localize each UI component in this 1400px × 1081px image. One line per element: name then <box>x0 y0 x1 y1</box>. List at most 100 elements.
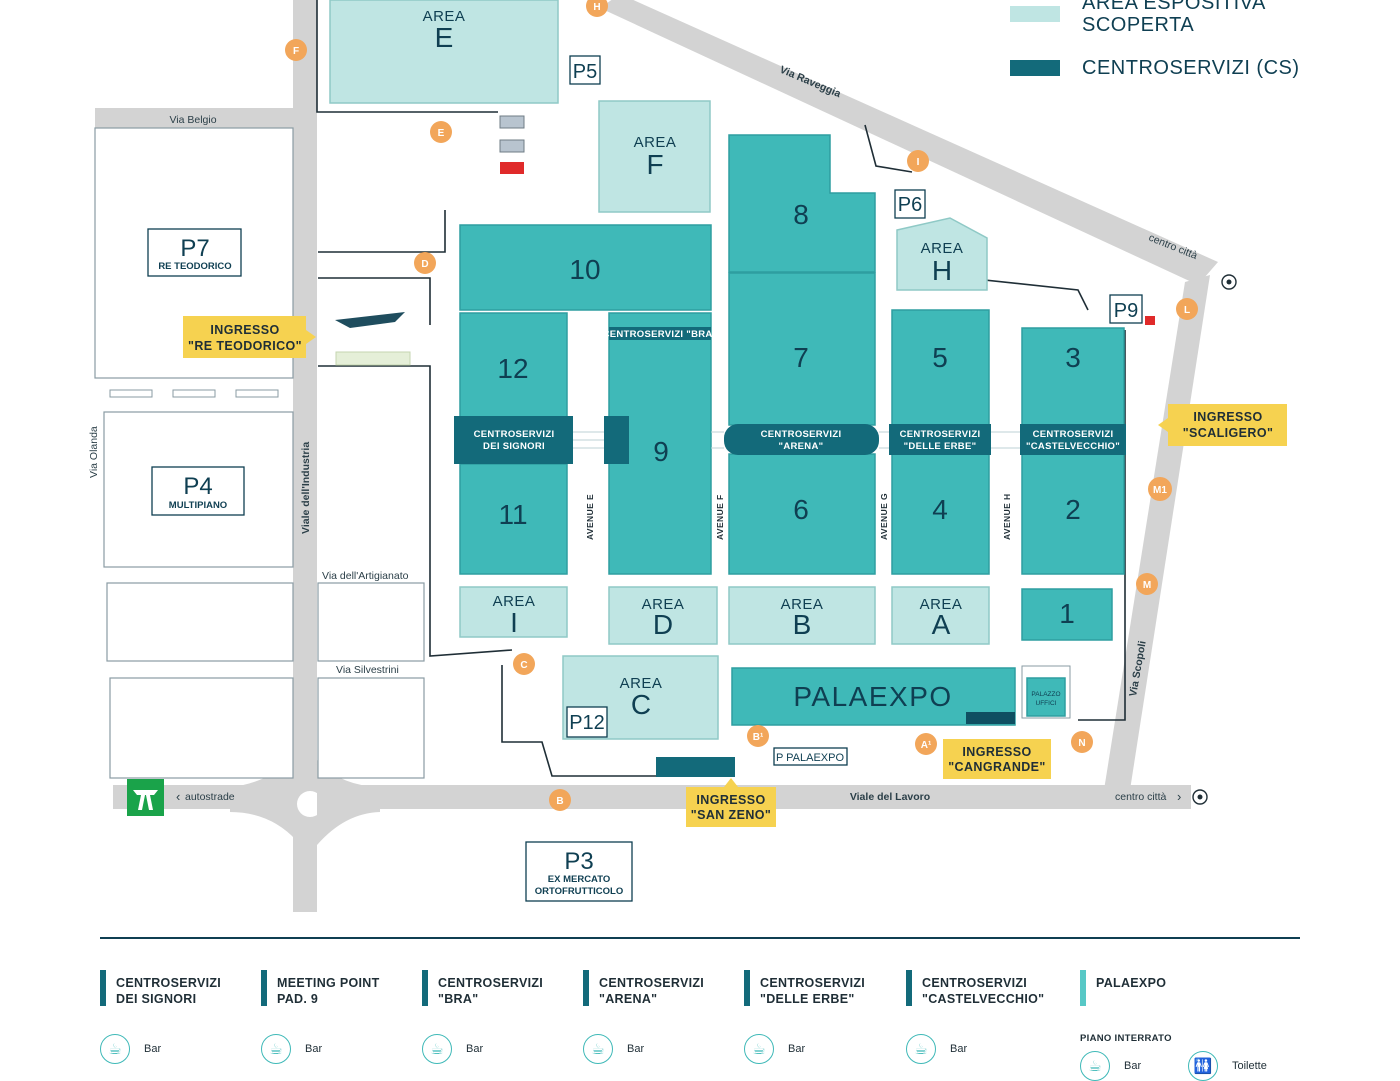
perimeter-d2 <box>318 277 431 325</box>
walkways <box>573 431 1020 449</box>
services-col-signori-bar-item: ☕Bar <box>100 1034 161 1064</box>
area-f <box>598 100 711 213</box>
gate-pin-c[interactable]: C <box>513 653 535 675</box>
hall-5 <box>891 309 990 426</box>
hall-6 <box>728 453 876 575</box>
entrance-scaligero <box>1168 404 1287 446</box>
area-h-letter: H <box>932 255 952 286</box>
avenue-e: AVENUE E <box>585 494 595 540</box>
hall-5-label: 5 <box>932 342 948 373</box>
area-d-word: AREA <box>642 596 685 613</box>
area-c-letter: C <box>631 689 651 720</box>
services-col-palaexpo-title-1: PALAEXPO <box>1096 976 1167 990</box>
cs-erbe-label-2: "DELLE ERBE" <box>904 441 977 452</box>
cs-castel-label-2: "CASTELVECCHIO" <box>1026 441 1120 452</box>
gate-pin-m[interactable]: M <box>1136 573 1158 595</box>
motorway-icon <box>127 779 164 816</box>
entrance-teodorico-2: "RE TEODORICO" <box>188 339 302 353</box>
gate-pin-a1[interactable]: A¹ <box>915 733 937 755</box>
area-i-letter: I <box>510 607 518 638</box>
gate-pin-f[interactable]: F <box>285 39 307 61</box>
perimeter-i <box>864 124 913 173</box>
gate-pin-l[interactable]: L <box>1176 298 1198 320</box>
area-a-word: AREA <box>920 596 963 613</box>
coffee-cup-icon: ☕ <box>744 1034 774 1064</box>
entrance-cangrande-1: INGRESSO <box>962 745 1031 759</box>
arrow-left-icon: ‹ <box>176 789 180 804</box>
hall-8 <box>728 134 876 273</box>
services-col-arena-title-2: "ARENA" <box>599 992 658 1006</box>
gate-e-label: E <box>438 128 445 139</box>
legend-open-swatch <box>1010 6 1060 22</box>
cs-sanzeno <box>656 757 735 777</box>
coffee-cup-icon: ☕ <box>100 1034 130 1064</box>
area-b <box>728 586 876 645</box>
services-palaexpo-toilet-label: Toilette <box>1232 1060 1267 1072</box>
perimeter-west <box>318 365 513 657</box>
services-col-bra-title-2: "BRA" <box>438 992 479 1006</box>
cs-arena-label-1: CENTROSERVIZI <box>761 429 842 440</box>
parking-p5 <box>569 55 601 85</box>
entrance-teodorico-1: INGRESSO <box>210 323 279 337</box>
legend-open-line1: AREA ESPOSITIVA <box>1082 0 1266 14</box>
gate-pin-b1[interactable]: B¹ <box>747 725 769 747</box>
dash-1 <box>109 389 153 398</box>
open-areas: AREA E AREA F AREA H AREA I AREA D AREA … <box>329 0 990 740</box>
area-a <box>891 586 990 645</box>
street-industria: Viale dell'Industria <box>300 442 312 534</box>
parking-p9 <box>1109 294 1143 324</box>
perimeter <box>316 0 1126 777</box>
gate-m-label: M <box>1143 580 1151 591</box>
coffee-cup-icon: ☕ <box>583 1034 613 1064</box>
gate-pin-b[interactable]: B <box>549 789 571 811</box>
parking-p6 <box>894 189 926 219</box>
parking-palaexpo <box>773 747 848 766</box>
gate-pin-e[interactable]: E <box>430 121 452 143</box>
services-palaexpo-toilet-item: 🚻Toilette <box>1188 1051 1267 1081</box>
gate-b-label: B <box>556 796 563 807</box>
gate-pin-d[interactable]: D <box>414 252 436 274</box>
gate-a1-label: A¹ <box>921 740 932 751</box>
entrance-scaligero-1: INGRESSO <box>1193 410 1262 424</box>
services-col-arena-title: CENTROSERVIZI"ARENA" <box>599 975 704 1007</box>
palaexpo-label: PALAEXPO <box>793 681 952 712</box>
services-col-castel-title-2: "CASTELVECCHIO" <box>922 992 1045 1006</box>
hall-10 <box>459 224 712 311</box>
barrier-red <box>500 162 524 174</box>
barrier-2 <box>499 139 525 153</box>
avenues: AVENUE E AVENUE F AVENUE G AVENUE H <box>585 493 1012 540</box>
hall-4 <box>891 453 990 575</box>
plot-w4 <box>109 677 294 779</box>
divider <box>100 937 1300 939</box>
gate-pin-n[interactable]: N <box>1071 731 1093 753</box>
hall-4-label: 4 <box>932 494 948 525</box>
gate-d-label: D <box>421 259 428 270</box>
services-col-castel-bar-label: Bar <box>950 1043 968 1055</box>
parking-p4-label: P4 <box>183 473 212 500</box>
services-col-palaexpo-bar <box>1080 970 1086 1006</box>
services-palaexpo-bar-item: ☕Bar <box>1080 1051 1141 1081</box>
area-d <box>608 586 718 645</box>
services-col-arena: CENTROSERVIZI"ARENA" ☕ Bar <box>583 970 743 1064</box>
cs-arena <box>724 424 879 455</box>
plot-w3 <box>106 582 294 662</box>
services-col-castel-bar-item: ☕Bar <box>906 1034 967 1064</box>
services-col-arena-bar-label: Bar <box>627 1043 645 1055</box>
services-col-palaexpo: PALAEXPO PIANO INTERRATO ☕Bar 🚻Toilette <box>1080 970 1300 1081</box>
gate-pins: H F E D I L M1 M C B B¹ A¹ N <box>285 0 1198 811</box>
cs-castelvecchio <box>1020 424 1126 455</box>
hall-2 <box>1021 453 1125 575</box>
area-f-word: AREA <box>634 134 677 151</box>
street-belgio: Via Belgio <box>169 114 216 126</box>
entrance-teodorico-arrow <box>306 330 316 344</box>
barrier-red-p9 <box>1145 316 1155 325</box>
gate-pin-h[interactable]: H <box>586 0 608 17</box>
hall-11 <box>459 463 568 575</box>
plot-c1 <box>317 582 425 662</box>
cs-pad9 <box>604 416 629 464</box>
gate-pin-m1[interactable]: M1 <box>1148 477 1172 501</box>
hall-9-label: 9 <box>653 436 669 467</box>
gate-pin-i[interactable]: I <box>907 150 929 172</box>
